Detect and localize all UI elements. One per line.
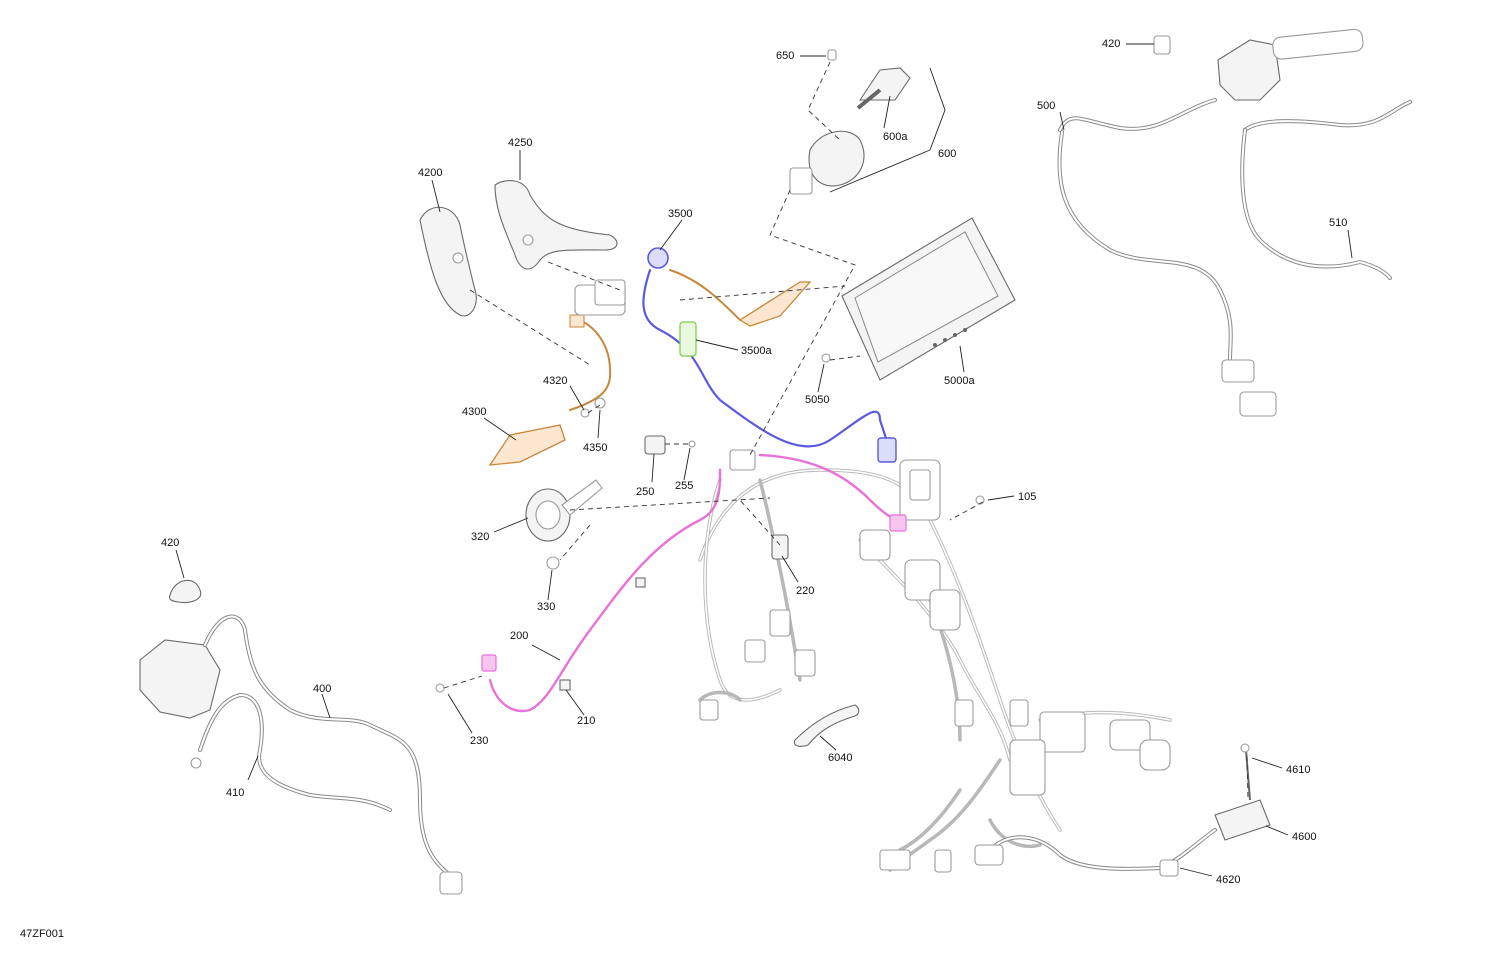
callout-420-left[interactable]: 420 [161, 537, 179, 549]
callout-4200[interactable]: 4200 [418, 167, 442, 179]
callout-210[interactable]: 210 [577, 715, 595, 727]
part-500-right-switch[interactable] [1057, 28, 1364, 417]
callout-600a[interactable]: 600a [883, 131, 908, 143]
callout-650[interactable]: 650 [776, 50, 794, 62]
part-4200-bracket[interactable] [419, 206, 477, 317]
callout-leaders [175, 43, 1353, 877]
part-4620-harness[interactable] [974, 828, 1217, 877]
callout-230[interactable]: 230 [470, 735, 488, 747]
part-410-cable[interactable] [190, 693, 392, 812]
callout-4350[interactable]: 4350 [583, 442, 607, 454]
main-wiring-harness[interactable] [698, 449, 1172, 873]
part-3500a-relay[interactable] [679, 321, 697, 357]
callout-200[interactable]: 200 [510, 630, 528, 642]
part-200-harness[interactable] [481, 453, 907, 713]
callout-220[interactable]: 220 [796, 585, 814, 597]
part-230-screw[interactable] [435, 683, 445, 693]
turn-signal-harness[interactable] [488, 269, 812, 466]
part-4250-bracket[interactable] [494, 180, 618, 270]
callout-4250[interactable]: 4250 [508, 137, 532, 149]
part-400-left-switch[interactable] [139, 614, 463, 895]
callout-105[interactable]: 105 [1018, 491, 1036, 503]
callout-600[interactable]: 600 [938, 148, 956, 160]
callout-4600[interactable]: 4600 [1292, 831, 1316, 843]
callout-5050[interactable]: 5050 [805, 394, 829, 406]
part-330-nut[interactable] [546, 556, 560, 570]
callout-4320[interactable]: 4320 [543, 375, 567, 387]
callout-3500[interactable]: 3500 [668, 208, 692, 220]
assembly-dashed-lines [443, 61, 1249, 801]
part-600-ignition-switch[interactable] [789, 49, 911, 195]
callout-410[interactable]: 410 [226, 787, 244, 799]
callout-400[interactable]: 400 [313, 683, 331, 695]
callout-320[interactable]: 320 [471, 531, 489, 543]
callout-4620[interactable]: 4620 [1216, 874, 1240, 886]
figure-code: 47ZF001 [20, 928, 64, 940]
part-200-clip [635, 577, 646, 588]
part-255-screw[interactable] [688, 440, 696, 448]
part-3500-harness[interactable] [642, 247, 897, 463]
callout-510[interactable]: 510 [1329, 217, 1347, 229]
part-250-sensor[interactable] [644, 435, 666, 455]
callout-4300[interactable]: 4300 [462, 406, 486, 418]
part-4350-nut[interactable] [594, 397, 606, 409]
part-5000a-display[interactable] [841, 217, 1016, 381]
callout-labels: 650 600a 600 420 500 510 4250 4200 3500 … [20, 38, 1347, 940]
callout-4610[interactable]: 4610 [1286, 764, 1310, 776]
part-4320-washer[interactable] [580, 408, 590, 418]
part-510-cable[interactable] [1240, 100, 1412, 280]
callout-330[interactable]: 330 [537, 601, 555, 613]
part-105-screw[interactable] [975, 495, 985, 505]
callout-3500a[interactable]: 3500a [741, 345, 772, 357]
callout-500[interactable]: 500 [1037, 100, 1055, 112]
callout-420-top[interactable]: 420 [1102, 38, 1120, 50]
part-320-horn[interactable] [525, 479, 603, 542]
part-5050-screw[interactable] [821, 353, 831, 363]
callout-250[interactable]: 250 [636, 486, 654, 498]
part-220-clip[interactable] [771, 534, 789, 560]
part-210-clip[interactable] [559, 679, 571, 691]
part-420-cap[interactable] [168, 579, 202, 604]
headlight-mount [574, 279, 626, 316]
part-6040-strap[interactable] [793, 704, 860, 747]
callout-6040[interactable]: 6040 [828, 752, 852, 764]
part-4600-module[interactable] [1214, 799, 1271, 841]
callout-5000a[interactable]: 5000a [944, 375, 975, 387]
callout-255[interactable]: 255 [675, 480, 693, 492]
part-4610-bolt-head [1240, 743, 1250, 753]
